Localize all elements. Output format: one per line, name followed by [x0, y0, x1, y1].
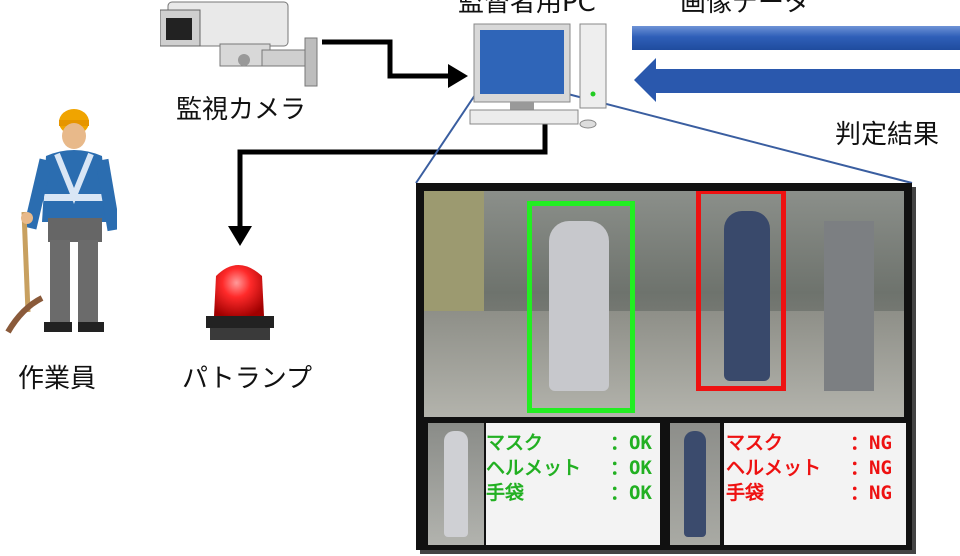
result-label: 判定結果 [835, 120, 940, 150]
ng-row: 手袋：NG [726, 482, 892, 504]
patrol-lamp-icon [206, 265, 274, 340]
camera-label: 監視カメラ [176, 95, 307, 125]
ng-row: マスク：NG [726, 432, 892, 454]
desktop-pc-icon [469, 23, 607, 129]
ok-status-list: マスク：OK ヘルメット：OK 手袋：OK [486, 431, 652, 506]
ok-row: ヘルメット：OK [486, 457, 652, 479]
ng-person-thumbnail [670, 423, 720, 545]
ok-status-box: マスク：OK ヘルメット：OK 手袋：OK [486, 423, 660, 545]
ng-status-box: マスク：NG ヘルメット：NG 手袋：NG [724, 423, 906, 545]
ng-status-list: マスク：NG ヘルメット：NG 手袋：NG [726, 431, 892, 506]
camera-feed [424, 191, 904, 417]
ok-person-thumbnail [428, 423, 484, 545]
security-camera-icon [160, 1, 318, 87]
lamp-label: パトランプ [182, 364, 313, 394]
detection-panel: マスク：OK ヘルメット：OK 手袋：OK マスク：NG ヘルメット：NG 手袋… [416, 183, 912, 550]
pc-label: 監督者用PC [458, 0, 596, 18]
worker-label: 作業員 [18, 364, 97, 394]
result-arrow [634, 58, 960, 102]
ok-row: マスク：OK [486, 432, 652, 454]
image-data-label: 画像データ [680, 0, 811, 18]
worker-icon [5, 109, 117, 334]
ok-row: 手袋：OK [486, 482, 652, 504]
image-data-arrow [632, 26, 960, 50]
ok-bounding-box [527, 201, 635, 413]
ng-row: ヘルメット：NG [726, 457, 892, 479]
ng-bounding-box [696, 191, 786, 391]
